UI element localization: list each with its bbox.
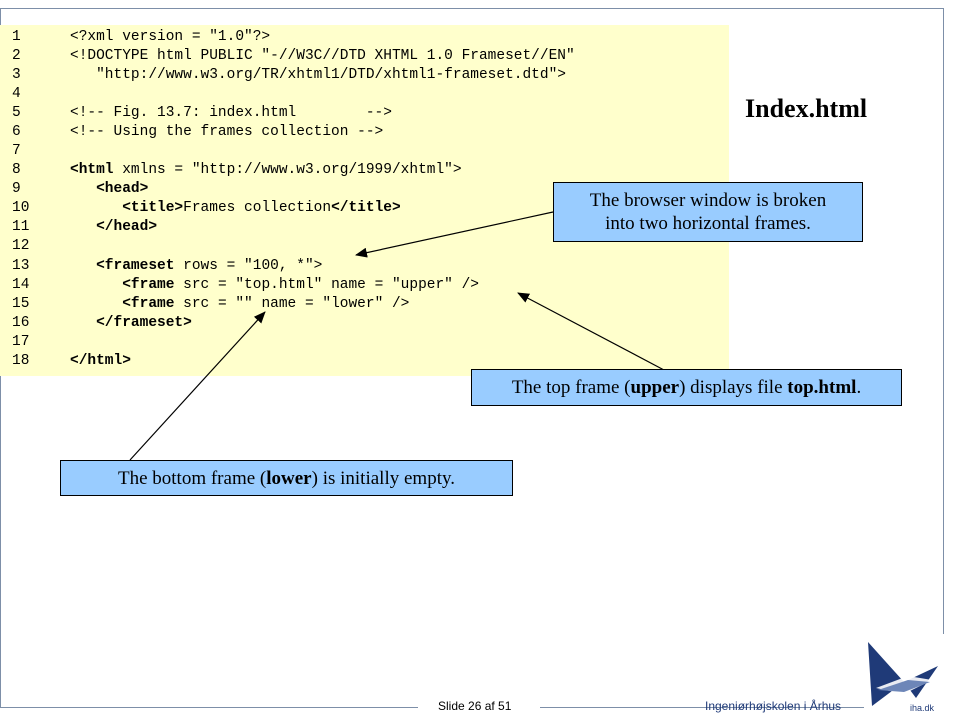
line-number: 4 bbox=[12, 86, 21, 102]
arrow-browser-window bbox=[355, 211, 554, 258]
code-text: <frame src = "top.html" name = "upper" /… bbox=[122, 277, 479, 293]
slide-title: Index.html bbox=[745, 94, 868, 123]
line-number: 3 bbox=[12, 67, 21, 83]
line-number: 9 bbox=[12, 181, 21, 197]
callout-text: ) displays file bbox=[679, 377, 788, 398]
callout-text: The bottom frame ( bbox=[117, 467, 267, 489]
callout-text: . bbox=[856, 377, 862, 398]
line-number: 11 bbox=[12, 219, 30, 235]
line-number: 8 bbox=[12, 162, 21, 178]
callout-browser-window: The browser window is broken into two ho… bbox=[553, 182, 863, 242]
code-text: <head> bbox=[96, 181, 149, 197]
line-number: 5 bbox=[12, 105, 21, 121]
code-text: <?xml version = "1.0"?> bbox=[70, 29, 271, 45]
arrow-bottom-frame bbox=[129, 311, 266, 461]
code-text: <!DOCTYPE html PUBLIC "-//W3C//DTD XHTML… bbox=[70, 48, 575, 64]
callout-text: The browser window is broken bbox=[589, 190, 827, 211]
line-number: 16 bbox=[12, 315, 30, 331]
callout-text: The top frame ( bbox=[511, 377, 631, 398]
line-number: 2 bbox=[12, 48, 21, 64]
code-text: </html> bbox=[70, 353, 131, 369]
slide-border-top bbox=[0, 8, 944, 9]
line-number: 18 bbox=[12, 353, 30, 369]
callout-top-frame: The top frame (upper) displays file top.… bbox=[471, 369, 902, 406]
line-number: 12 bbox=[12, 238, 30, 254]
code-text: <!-- Fig. 13.7: index.html --> bbox=[70, 105, 392, 121]
code-text: <html xmlns = "http://www.w3.org/1999/xh… bbox=[70, 162, 462, 178]
line-number: 17 bbox=[12, 334, 30, 350]
slide-number: Slide 26 af 51 bbox=[438, 699, 512, 713]
organization-name: Ingeniørhøjskolen i Århus bbox=[705, 699, 842, 713]
line-number: 15 bbox=[12, 296, 30, 312]
line-number: 10 bbox=[12, 200, 30, 216]
line-number: 13 bbox=[12, 258, 30, 274]
code-text: "http://www.w3.org/TR/xhtml1/DTD/xhtml1-… bbox=[70, 67, 566, 83]
code-text: <frameset rows = "100, *"> bbox=[96, 258, 323, 274]
iha-logo-icon: iha.dk bbox=[864, 636, 942, 714]
line-number: 1 bbox=[12, 29, 21, 45]
callout-bottom-frame: The bottom frame (lower) is initially em… bbox=[60, 460, 513, 496]
callout-emphasis: top.html bbox=[787, 377, 857, 398]
code-text: <title>Frames collection</title> bbox=[122, 200, 401, 216]
callout-emphasis: lower bbox=[266, 467, 312, 489]
code-text: </frameset> bbox=[96, 315, 192, 331]
slide-border-bottom-left bbox=[0, 707, 418, 708]
code-text: </head> bbox=[96, 219, 158, 235]
logo-text: iha.dk bbox=[910, 703, 935, 713]
line-number: 7 bbox=[12, 143, 21, 159]
callout-text: into two horizontal frames. bbox=[605, 213, 811, 234]
arrow-top-frame bbox=[517, 292, 665, 371]
code-text: <frame src = "" name = "lower" /> bbox=[122, 296, 410, 312]
callout-emphasis: upper bbox=[630, 377, 680, 398]
code-text: <!-- Using the frames collection --> bbox=[70, 124, 384, 140]
slide-border-bottom-right bbox=[540, 707, 870, 708]
line-number: 6 bbox=[12, 124, 21, 140]
callout-text: ) is initially empty. bbox=[311, 467, 455, 489]
slide-border-right bbox=[943, 8, 944, 634]
line-number: 14 bbox=[12, 277, 30, 293]
